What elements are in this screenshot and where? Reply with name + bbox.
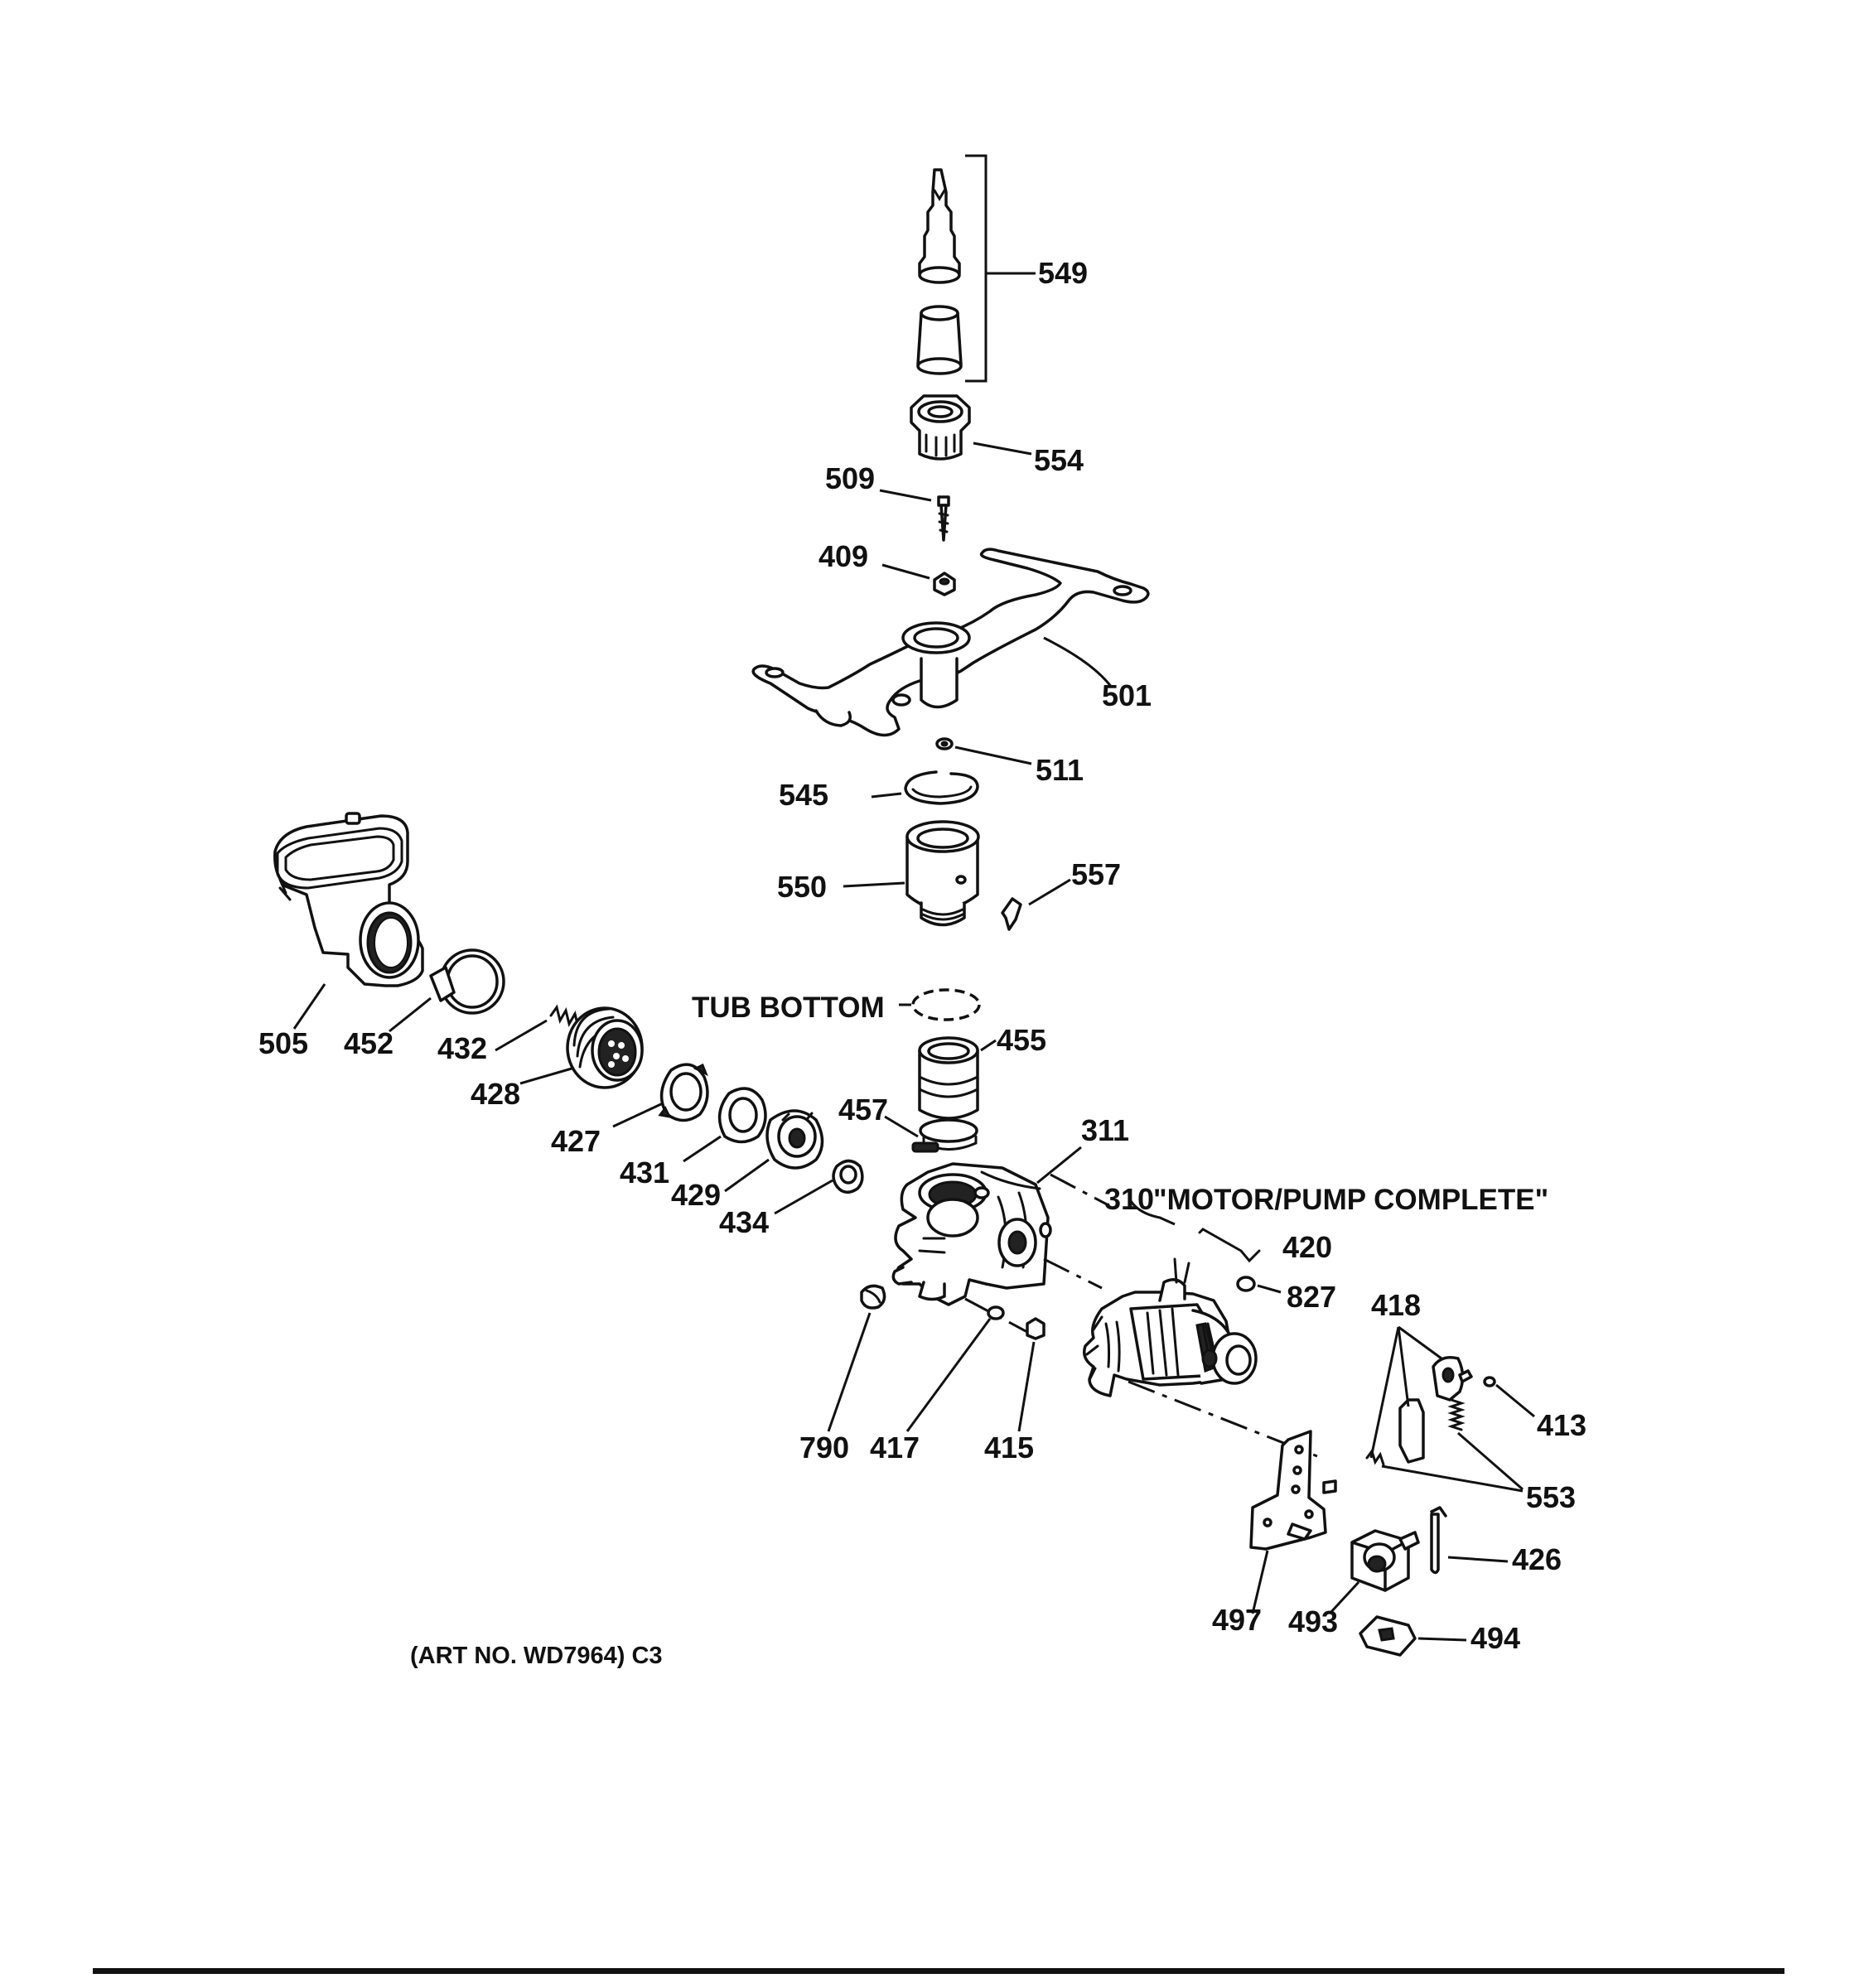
callout-509: 509: [825, 461, 875, 495]
callout-455: 455: [997, 1023, 1046, 1057]
callout-452: 452: [344, 1026, 394, 1060]
callout-497: 497: [1212, 1603, 1262, 1637]
art-number: (ART NO. WD7964) C3: [410, 1643, 663, 1669]
part-549-spray-tube: [916, 154, 1036, 383]
callout-420: 420: [1282, 1230, 1332, 1264]
part-428-impeller: [519, 1006, 644, 1089]
part-550-housing: [843, 820, 980, 927]
callout-550: 550: [777, 870, 827, 904]
leader-310: [1129, 1200, 1176, 1226]
part-455-hose: [918, 1036, 997, 1120]
part-554-manifold: [910, 394, 1032, 461]
part-497-bracket: [1249, 1430, 1337, 1614]
callout-413: 413: [1537, 1408, 1586, 1442]
part-493-solenoid: [1328, 1529, 1420, 1615]
bottom-rule: [93, 1968, 1784, 1974]
part-426-pin: [1430, 1506, 1509, 1575]
callout-418: 418: [1371, 1288, 1421, 1322]
callout-415: 415: [984, 1431, 1034, 1464]
part-452-clamp: [389, 948, 505, 1033]
part-457-clamp: [884, 1115, 978, 1153]
callout-409: 409: [819, 539, 868, 573]
callout-511: 511: [1036, 753, 1084, 787]
callout-labels: 549 554 509 409 501 511 545 550 557 TUB …: [258, 256, 1586, 1669]
part-417-washer: [905, 1305, 1005, 1432]
callout-428: 428: [471, 1077, 520, 1111]
tub-bottom-gasket: [899, 988, 981, 1021]
callout-494: 494: [1470, 1621, 1520, 1655]
part-427-seal-plate: [612, 1063, 709, 1128]
tub-bottom-label: TUB BOTTOM: [692, 992, 885, 1024]
part-511-clip: [935, 737, 1032, 765]
callout-493: 493: [1288, 1604, 1338, 1638]
part-429-housing: [724, 1109, 824, 1193]
part-827-grommet: [1236, 1276, 1282, 1294]
part-505-sump: [273, 812, 424, 1030]
callout-434: 434: [719, 1205, 769, 1239]
callout-426: 426: [1512, 1542, 1562, 1576]
part-432-spring: [495, 1004, 580, 1052]
part-434-cap: [774, 1159, 864, 1215]
callout-311: 311: [1081, 1113, 1129, 1147]
part-415-nut: [1017, 1317, 1045, 1432]
callout-790: 790: [799, 1431, 849, 1464]
part-501-spray-arm: [751, 548, 1150, 737]
part-553-spring: [1381, 1398, 1524, 1493]
callout-553: 553: [1526, 1480, 1576, 1514]
callout-827: 827: [1287, 1280, 1336, 1314]
part-494-bracket: [1359, 1615, 1467, 1657]
callout-429: 429: [671, 1178, 721, 1212]
part-509-screw: [879, 489, 950, 542]
part-545-snap-ring: [871, 770, 979, 805]
motor-pump-complete-label: "MOTOR/PUMP COMPLETE": [1153, 1184, 1548, 1216]
callout-310: 310: [1104, 1182, 1154, 1216]
part-311-pump-housing: [891, 1146, 1109, 1334]
callout-557: 557: [1071, 857, 1121, 891]
part-409-nut: [881, 563, 956, 596]
part-420-wire: [1198, 1228, 1261, 1263]
part-790-clamp: [827, 1284, 886, 1432]
part-557-clip: [1001, 878, 1071, 931]
part-431-gasket: [683, 1087, 767, 1163]
callout-549: 549: [1038, 256, 1088, 290]
callout-457: 457: [838, 1093, 888, 1127]
callout-427: 427: [551, 1124, 601, 1158]
callout-545: 545: [779, 778, 828, 812]
callout-432: 432: [437, 1031, 487, 1065]
part-418-lever: [1365, 1325, 1473, 1466]
part-413-ring: [1483, 1376, 1535, 1418]
callout-554: 554: [1034, 443, 1084, 477]
part-310-motor: [1083, 1257, 1318, 1458]
callout-417: 417: [870, 1431, 920, 1464]
callout-501: 501: [1102, 678, 1152, 712]
callout-431: 431: [620, 1156, 669, 1189]
callout-505: 505: [258, 1026, 308, 1060]
